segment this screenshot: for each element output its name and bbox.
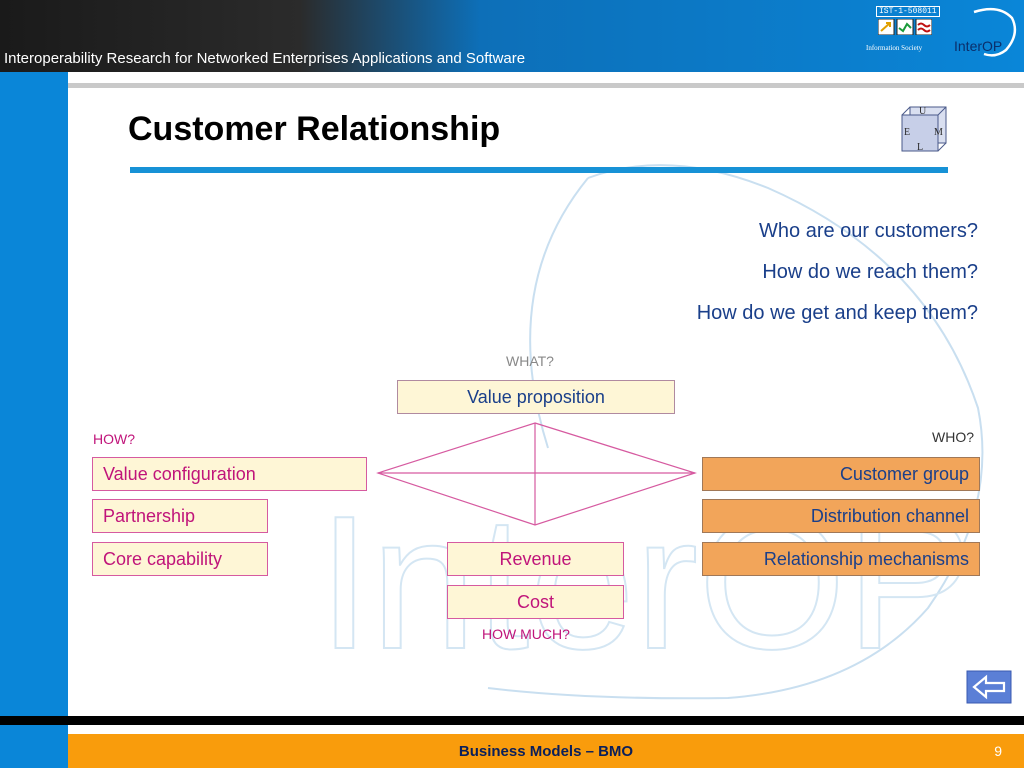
uml-cube-icon: U E M L	[901, 106, 947, 153]
left-sidebar-bar	[0, 72, 68, 768]
interop-logo-text: InterOP	[954, 38, 1003, 54]
page-number: 9	[994, 743, 1002, 759]
title-underline	[130, 167, 948, 173]
back-arrow-icon[interactable]	[966, 670, 1012, 704]
uml-cube-left: E	[904, 127, 910, 138]
interop-logo-icon	[973, 7, 1017, 57]
uml-cube-right: M	[934, 127, 943, 138]
ist-logo: IST-1-508011 Information Society	[866, 6, 946, 56]
label-how: HOW?	[93, 431, 135, 447]
question-keep: How do we get and keep them?	[696, 302, 978, 324]
core-capability-box: Core capability	[92, 542, 268, 576]
label-who: WHO?	[932, 429, 974, 445]
header-banner: Interoperability Research for Networked …	[0, 0, 1024, 72]
bottom-divider	[0, 716, 1024, 725]
question-who: Who are our customers?	[759, 220, 978, 242]
cost-box: Cost	[447, 585, 624, 619]
footer-left-block	[0, 734, 68, 768]
label-what: WHAT?	[506, 353, 554, 369]
relationship-mechanisms-box: Relationship mechanisms	[702, 542, 980, 576]
footer-title: Business Models – BMO	[458, 743, 634, 760]
revenue-box: Revenue	[447, 542, 624, 576]
ist-icons	[878, 19, 932, 35]
footer-bar: Business Models – BMO 9	[68, 734, 1024, 768]
label-how-much: HOW MUCH?	[482, 626, 570, 642]
uml-cube-bottom: L	[917, 142, 923, 153]
value-proposition-box: Value proposition	[397, 380, 675, 414]
partnership-box: Partnership	[92, 499, 268, 533]
uml-cube-top: U	[919, 106, 927, 117]
banner-title: Interoperability Research for Networked …	[4, 50, 526, 67]
ist-code: IST-1-508011	[876, 6, 940, 17]
customer-group-box: Customer group	[702, 457, 980, 491]
question-reach: How do we reach them?	[762, 261, 978, 283]
diamond-connector	[376, 422, 697, 526]
value-configuration-box: Value configuration	[92, 457, 367, 491]
distribution-channel-box: Distribution channel	[702, 499, 980, 533]
page-title: Customer Relationship	[128, 110, 501, 148]
ist-caption: Information Society	[866, 44, 923, 52]
top-divider	[68, 83, 1024, 88]
